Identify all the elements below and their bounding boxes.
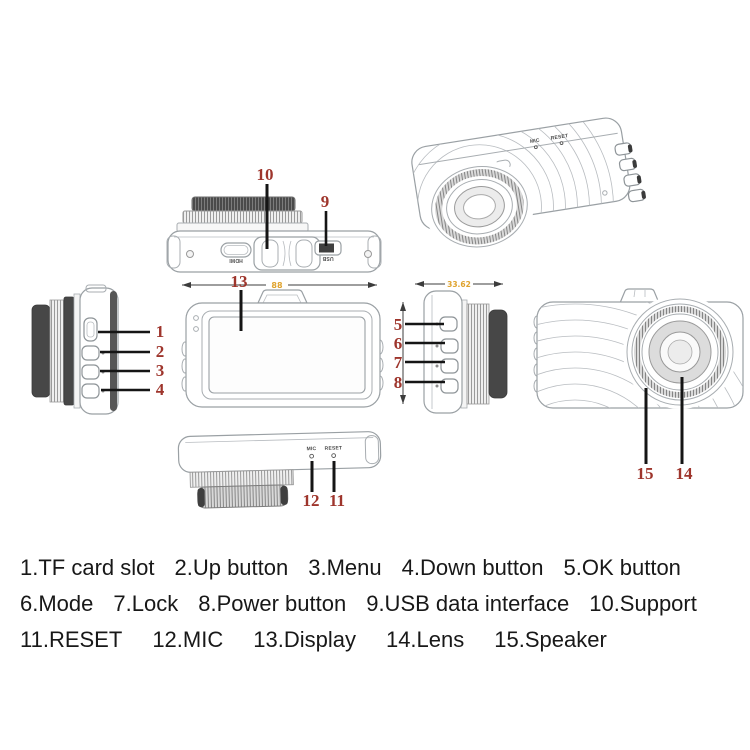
side-height-dimension (400, 302, 406, 404)
legend: 1.TF card slot 2.Up button 3.Menu 4.Down… (20, 550, 736, 658)
view-front: 15 14 (533, 288, 744, 483)
reset-hole (331, 453, 336, 458)
dimension-side-width: 33.62 (447, 280, 471, 289)
view-bottom: MIC RESET 12 11 (177, 431, 382, 510)
mount-bracket (253, 236, 321, 271)
led-indicator (193, 326, 199, 332)
mount-bracket-back (257, 289, 308, 304)
lens-barrel-side-right (460, 299, 508, 409)
reset-label: RESET (550, 133, 568, 142)
callout-2: 2 (156, 342, 165, 361)
callout-7: 7 (394, 353, 403, 372)
legend-item-4: 4.Down button (401, 555, 544, 580)
mic-label-bottom: MIC (307, 446, 317, 452)
callout-13: 13 (231, 272, 248, 291)
callout-8: 8 (394, 373, 403, 392)
legend-item-10: 10.Support (589, 591, 697, 616)
legend-item-9: 9.USB data interface (366, 591, 570, 616)
view-back: 88 13 (181, 272, 384, 408)
power-button (440, 378, 459, 394)
width-dimension: 88 (182, 279, 377, 290)
camera-body-bottom (177, 431, 382, 473)
mode-button (440, 338, 459, 354)
top-edge-labels: MIC RESET (530, 133, 569, 150)
callout-14: 14 (676, 464, 694, 483)
mic-hole (533, 145, 538, 150)
usb-port: USB (314, 240, 342, 261)
callout-12: 12 (303, 491, 320, 510)
callout-4: 4 (156, 380, 165, 399)
body-left-cap (166, 235, 181, 269)
lens (424, 160, 535, 253)
callout-10: 10 (257, 165, 274, 184)
lens-barrel-top (176, 196, 309, 233)
callout-9: 9 (321, 192, 330, 211)
lock-button (440, 358, 459, 374)
side-buttons-perspective (614, 142, 646, 203)
legend-row-2: 6.Mode 7.Lock 8.Power button 9.USB data … (20, 586, 736, 622)
legend-item-14: 14.Lens (385, 627, 465, 652)
callout-15: 15 (637, 464, 654, 483)
tf-card-slot (83, 317, 98, 342)
callout-1: 1 (156, 322, 165, 341)
callout-3: 3 (156, 361, 165, 380)
view-side-right: 33.62 5 6 7 8 (394, 279, 508, 414)
screw-icon (364, 250, 372, 258)
legend-item-7: 7.Lock (113, 591, 179, 616)
decorative-arcs-front (537, 302, 743, 408)
down-button (81, 383, 100, 399)
legend-item-3: 3.Menu (308, 555, 382, 580)
legend-item-15: 15.Speaker (494, 627, 607, 652)
side-width-dimension: 33.62 (415, 279, 503, 289)
legend-item-11: 11.RESET (20, 627, 123, 652)
display-screen (201, 310, 373, 400)
screw-icon (186, 250, 194, 258)
lens-barrel-side (31, 293, 81, 409)
reset-label-bottom: RESET (325, 445, 343, 451)
mount-bracket-front (619, 288, 660, 304)
legend-item-8: 8.Power button (198, 591, 347, 616)
legend-row-3: 11.RESET 12.MIC 13.Display 14.Lens 15.Sp… (20, 622, 736, 658)
callout-5: 5 (394, 315, 403, 334)
usb-label: USB (322, 255, 333, 261)
callout-6: 6 (394, 334, 403, 353)
mic-label: MIC (530, 137, 541, 144)
menu-button (81, 364, 100, 380)
legend-item-5: 5.OK button (563, 555, 681, 580)
legend-item-1: 1.TF card slot (20, 555, 155, 580)
legend-item-2: 2.Up button (174, 555, 289, 580)
legend-item-12: 12.MIC (152, 627, 224, 652)
view-side-left: 1 2 3 4 (31, 284, 165, 415)
legend-item-13: 13.Display (253, 627, 356, 652)
legend-item-6: 6.Mode (20, 591, 94, 616)
up-button (81, 345, 100, 361)
lens-front (623, 295, 737, 409)
mic-hole (309, 453, 314, 459)
legend-row-1: 1.TF card slot 2.Up button 3.Menu 4.Down… (20, 550, 736, 586)
reset-hole (559, 141, 564, 145)
led-indicator (193, 315, 199, 321)
lens-barrel-bottom (189, 469, 294, 509)
callout-11: 11 (329, 491, 345, 510)
view-top: HDMI USB 10 9 (166, 165, 382, 273)
dimension-back-width: 88 (271, 281, 283, 290)
hdmi-label: HDMI (229, 257, 243, 263)
hdmi-port: HDMI (220, 242, 252, 263)
